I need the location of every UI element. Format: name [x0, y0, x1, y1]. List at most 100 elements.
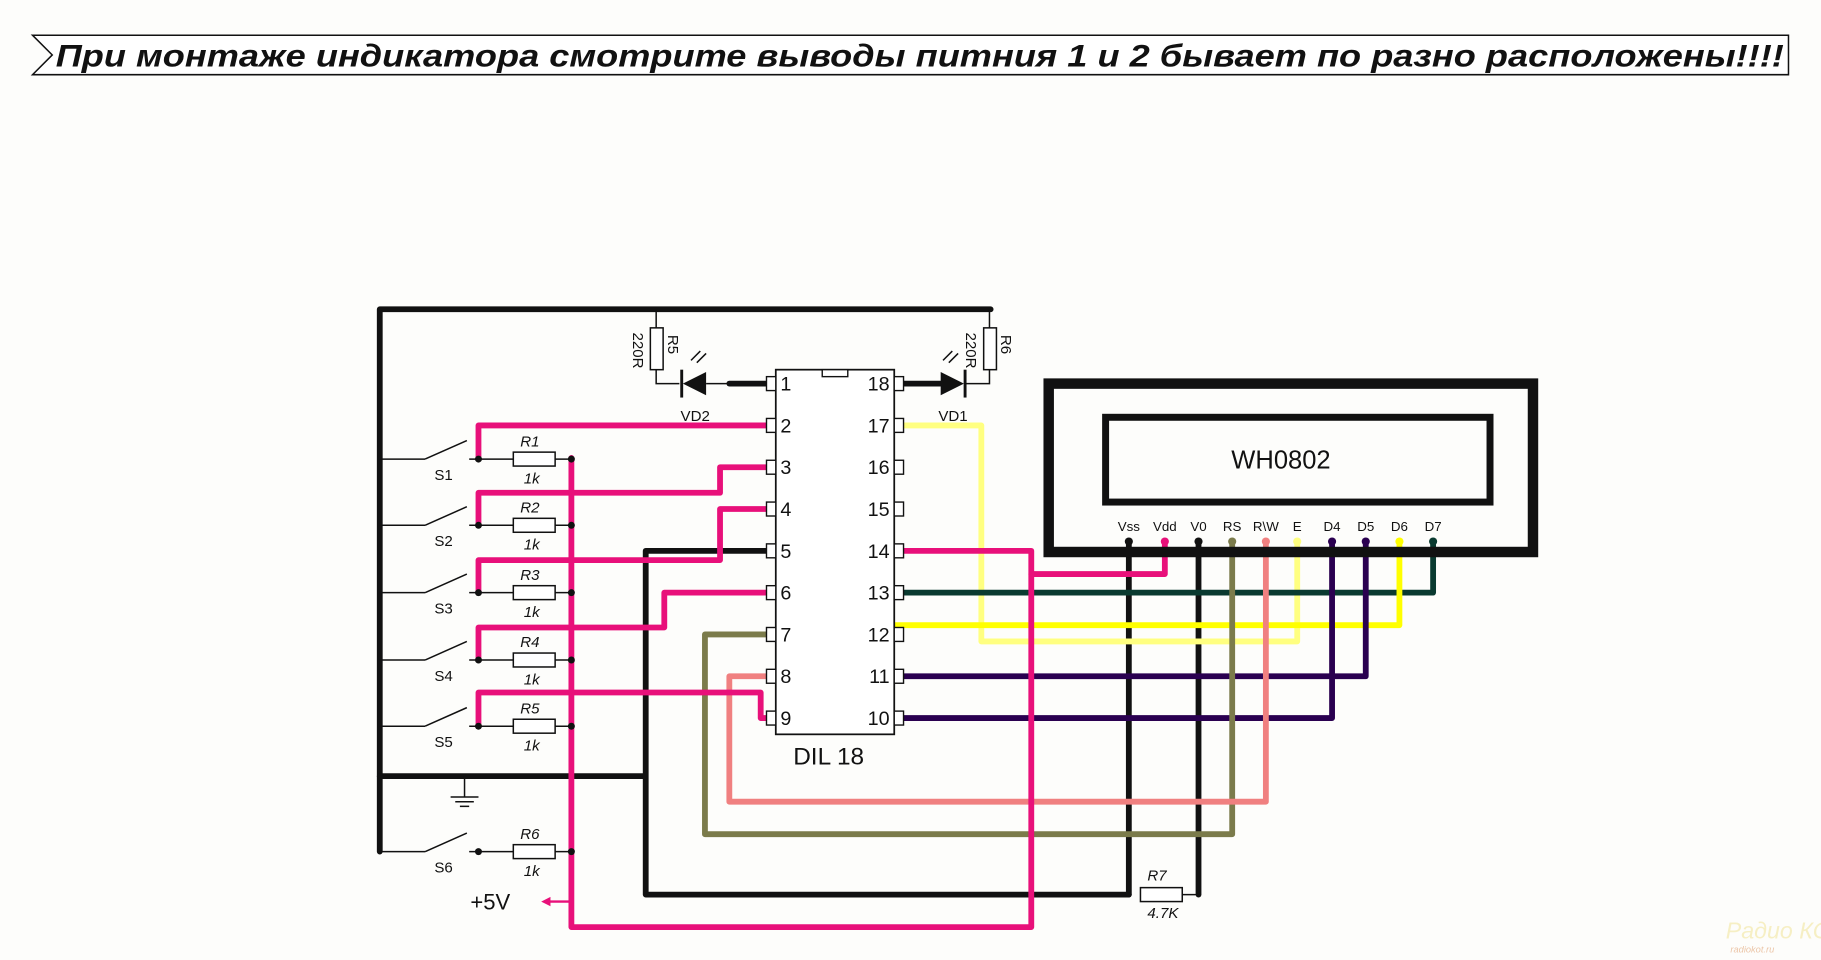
chip-pin-label: 2: [780, 415, 791, 437]
switch-label: S5: [434, 734, 452, 751]
ground-symbol-icon: [450, 776, 479, 808]
resistor-icon: [512, 451, 556, 467]
resistor-label: R6: [520, 826, 540, 843]
resistor-icon: [512, 584, 556, 601]
chip-pin-stub: [893, 710, 905, 726]
resistor-icon: [512, 652, 556, 668]
lcd-pin-dot: [1160, 537, 1169, 546]
lcd-pin-label: R\W: [1253, 519, 1279, 534]
lcd-pin-label: D7: [1425, 519, 1442, 534]
r6-label: R6: [997, 335, 1014, 354]
r6-value: 220R: [962, 333, 979, 369]
chip-pin-label: 12: [868, 624, 890, 646]
resistor-value: 1k: [524, 604, 541, 621]
switch-icon: [424, 573, 468, 594]
lcd-pin-dot: [1124, 537, 1133, 546]
switch-row: S4 R4 1k: [379, 634, 575, 688]
chip-pin-label: 10: [868, 708, 890, 730]
chip-pin-stub: [893, 501, 905, 517]
chip-pin-label: 8: [780, 666, 791, 688]
lcd-pin-dot: [1429, 537, 1438, 546]
resistor-r5: [649, 327, 664, 371]
warning-banner: При монтаже индикатора смотрите выводы п…: [30, 34, 1790, 76]
switch-label: S3: [434, 601, 452, 618]
chip-pin-label: 4: [780, 499, 791, 521]
led-vd2-icon: [682, 371, 707, 396]
chip-pin-label: 17: [868, 415, 890, 437]
resistor-label: R1: [520, 433, 539, 450]
switch-label: S1: [434, 467, 452, 484]
chip-pin-stub: [765, 417, 777, 434]
switch-row: S6 R6 1k: [379, 826, 575, 880]
chip-pin-label: 9: [780, 708, 791, 730]
resistor-value: 1k: [524, 470, 541, 487]
vd1-label: VD1: [938, 408, 967, 425]
chip-pin-label: 13: [868, 583, 890, 605]
chip-label: DIL 18: [793, 744, 864, 771]
switch-icon: [424, 832, 468, 853]
banner-text: При монтаже индикатора смотрите выводы п…: [56, 39, 1784, 74]
lcd-pin-dot: [1328, 537, 1337, 546]
chip-pin-label: 15: [868, 499, 890, 521]
chip-pin-stub: [893, 375, 905, 392]
lcd-pin-dot: [1261, 537, 1270, 546]
resistor-value: 1k: [524, 671, 541, 688]
chip-pin-stub: [765, 626, 777, 643]
switch-row: S1 R1 1k: [379, 433, 575, 487]
lcd-pin-dot: [1395, 537, 1404, 546]
chip-pin-stub: [765, 501, 777, 517]
chip-pin-label: 1: [780, 374, 791, 396]
vd2-label: VD2: [681, 408, 710, 425]
chip-pin-label: 11: [869, 666, 890, 688]
led-section: R5 220R VD2 R6 220R VD1: [629, 309, 1014, 425]
switch-icon: [424, 640, 468, 661]
led-vd1-icon: [940, 371, 964, 396]
switch-icon: [424, 439, 468, 460]
lcd-pin-label: D5: [1357, 519, 1374, 534]
r7-value: 4.7K: [1147, 905, 1179, 922]
svg-text:radiokot.ru: radiokot.ru: [1730, 945, 1774, 955]
arrow-left-icon: [541, 896, 551, 907]
r5-label: R5: [664, 335, 681, 354]
resistor-label: R5: [520, 700, 540, 717]
chip-pin-label: 16: [868, 457, 890, 479]
r7-label: R7: [1147, 868, 1167, 885]
lcd-pin-label: Vdd: [1153, 519, 1177, 534]
resistor-icon: [512, 843, 556, 860]
lcd-label: WH0802: [1231, 446, 1330, 474]
chip-pin-stub: [765, 375, 777, 392]
switch-label: S6: [434, 860, 452, 877]
watermark-logo: Радио КОТ radiokot.ru: [1726, 918, 1821, 955]
chip-pin-stub: [765, 584, 777, 601]
lcd-pin-dot: [1361, 537, 1370, 546]
chip-pin-label: 18: [868, 374, 890, 396]
chip-pin-label: 5: [780, 541, 791, 563]
resistor-label: R2: [520, 500, 540, 517]
lcd-pin-label: V0: [1190, 519, 1206, 534]
signal-wires: [475, 422, 1437, 931]
resistor-label: R3: [520, 567, 540, 584]
power-terminal: +5V: [470, 890, 570, 915]
power-label: +5V: [470, 890, 510, 915]
lcd-pin-dot: [1194, 537, 1203, 546]
chip-pin-label: 7: [780, 624, 791, 646]
resistor-value: 1k: [524, 863, 541, 880]
chip-pin-stub: [765, 668, 777, 684]
chip-pin-stub: [893, 668, 905, 684]
switch-label: S4: [434, 668, 452, 685]
chip-pin-stub: [893, 417, 905, 434]
lcd-pin-label: D6: [1391, 519, 1408, 534]
lcd-pin-label: E: [1293, 519, 1302, 534]
r5-value: 220R: [629, 333, 646, 369]
lcd-pin-label: D4: [1324, 519, 1342, 534]
resistor-label: R4: [520, 634, 539, 651]
lcd-pin-dot: [1228, 537, 1237, 546]
chip-pin-stub: [893, 584, 905, 601]
chip-pin-stub: [893, 543, 905, 559]
